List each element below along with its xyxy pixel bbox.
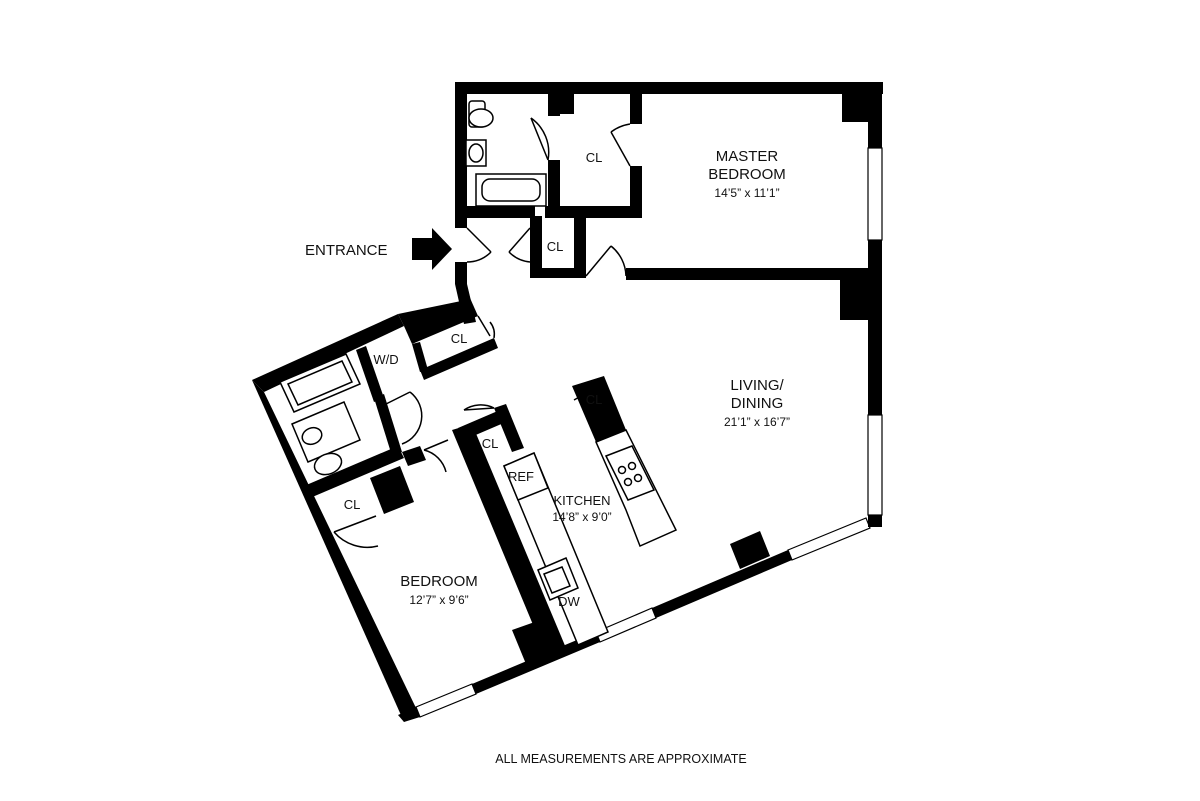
living-dining-dims: 21’1” x 16’7” <box>724 415 790 429</box>
kitchen-sink-basin <box>543 566 571 594</box>
entrance-arrow-icon <box>412 228 452 270</box>
master-bedroom-name-line2: BEDROOM <box>708 166 786 183</box>
stove-icon <box>604 445 656 501</box>
closet-label-bedroom: CL <box>344 497 361 512</box>
master-bedroom-name-line1: MASTER <box>716 148 779 165</box>
toilet-icon <box>468 108 494 128</box>
master-bedroom-dims: 14’5” x 11’1” <box>714 186 779 200</box>
closet-label-kitchen: CL <box>482 436 499 451</box>
bathtub-basin <box>481 178 541 202</box>
living-dining-name-line1: LIVING/ <box>730 377 784 394</box>
closet-label-island: CL <box>586 392 603 407</box>
bathroom-left-fixtures <box>278 353 362 476</box>
sink-icon <box>301 426 323 446</box>
refrigerator-box <box>503 452 549 501</box>
closet-label-hall: CL <box>451 331 468 346</box>
entrance-label: ENTRANCE <box>305 242 388 259</box>
footer-note: ALL MEASUREMENTS ARE APPROXIMATE <box>495 752 746 766</box>
sink-counter <box>291 401 361 463</box>
doors <box>333 117 631 549</box>
bathroom-top-fixtures <box>465 100 547 207</box>
bathtub-basin <box>286 360 354 406</box>
living-dining-name-line2: DINING <box>731 395 784 412</box>
walls <box>252 82 883 722</box>
bedroom-dims: 12’7” x 9’6” <box>409 593 468 607</box>
windows <box>415 147 883 718</box>
kitchen-dims: 14’8” x 9’0” <box>552 510 611 524</box>
washer-dryer-label: W/D <box>373 352 398 367</box>
closet-label-entry: CL <box>547 239 564 254</box>
closet-label-top: CL <box>586 150 603 165</box>
sink-icon <box>468 143 484 163</box>
kitchen-fixtures <box>503 429 678 646</box>
refrigerator-label: REF <box>508 469 534 484</box>
toilet-icon <box>313 452 343 476</box>
dishwasher-label: DW <box>558 594 580 609</box>
bedroom-name: BEDROOM <box>400 573 478 590</box>
kitchen-name: KITCHEN <box>553 493 610 508</box>
